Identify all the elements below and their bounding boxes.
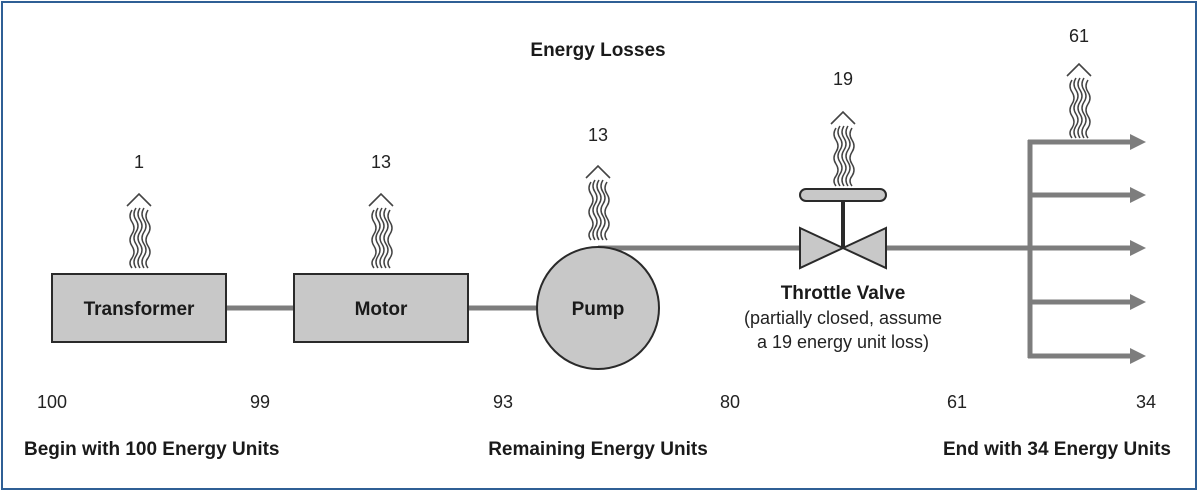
pump-label: Pump [572,299,625,320]
valve-name: Throttle Valve [781,283,906,304]
remaining-80: 80 [720,392,740,412]
diagram-title: Energy Losses [530,40,665,61]
motor-label: Motor [355,299,408,320]
throttle-valve [799,188,887,270]
valve-note-line-1: (partially closed, assume [744,308,942,328]
loss-motor: 13 [371,152,391,172]
valve-note-line-2: a 19 energy unit loss) [757,332,929,352]
transformer-box: Transformer [51,273,227,343]
loss-valve: 19 [833,69,853,89]
loss-pump: 13 [588,125,608,145]
footer-end: End with 34 Energy Units [943,439,1171,460]
loss-transformer: 1 [134,152,144,172]
loss-end: 61 [1069,26,1089,46]
remaining-99: 99 [250,392,270,412]
remaining-34: 34 [1136,392,1156,412]
pump-circle: Pump [536,246,660,370]
output-arrows [1028,134,1146,364]
remaining-100: 100 [37,392,67,412]
remaining-61: 61 [947,392,967,412]
remaining-93: 93 [493,392,513,412]
transformer-label: Transformer [84,299,195,320]
footer-begin: Begin with 100 Energy Units [24,439,280,460]
footer-remaining: Remaining Energy Units [488,439,708,460]
motor-box: Motor [293,273,469,343]
